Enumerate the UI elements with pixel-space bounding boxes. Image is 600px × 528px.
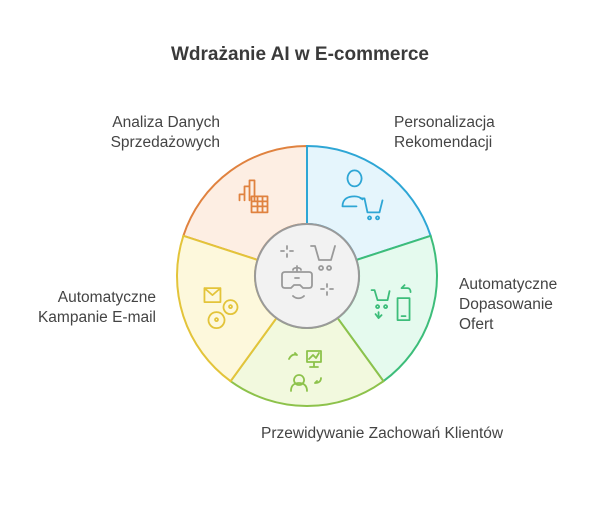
label-line: Analiza Danych bbox=[112, 114, 220, 131]
label-analiza: Analiza Danych Sprzedażowych bbox=[96, 113, 220, 153]
email-gears-icon bbox=[203, 287, 239, 330]
label-line: Sprzedażowych bbox=[110, 134, 220, 151]
diagram-title: Wdrażanie AI w E-commerce bbox=[171, 44, 429, 65]
label-line: Kampanie E-mail bbox=[37, 309, 156, 326]
label-dopasowanie: Automatyczne Dopasowanie Ofert bbox=[459, 275, 557, 335]
chart-table-icon bbox=[238, 179, 269, 214]
label-line: Ofert bbox=[459, 316, 494, 333]
label-line: Dopasowanie bbox=[459, 296, 553, 313]
vr-headset-cart-icon bbox=[280, 245, 336, 300]
label-przewidywanie: Przewidywanie Zachowań Klientów bbox=[261, 424, 503, 444]
label-kampanie: Automatyczne Kampanie E-mail bbox=[30, 288, 156, 328]
center-hub bbox=[254, 223, 360, 329]
person-cart-icon bbox=[341, 169, 384, 221]
person-chart-icon bbox=[288, 350, 322, 392]
label-line: Automatyczne bbox=[57, 289, 156, 306]
cart-phone-icon bbox=[370, 284, 412, 322]
label-line: Rekomendacji bbox=[394, 134, 493, 151]
label-personalizacja: Personalizacja Rekomendacji bbox=[394, 113, 495, 153]
label-line: Przewidywanie Zachowań Klientów bbox=[261, 425, 504, 442]
label-line: Personalizacja bbox=[394, 114, 495, 131]
label-line: Automatyczne bbox=[459, 276, 558, 293]
